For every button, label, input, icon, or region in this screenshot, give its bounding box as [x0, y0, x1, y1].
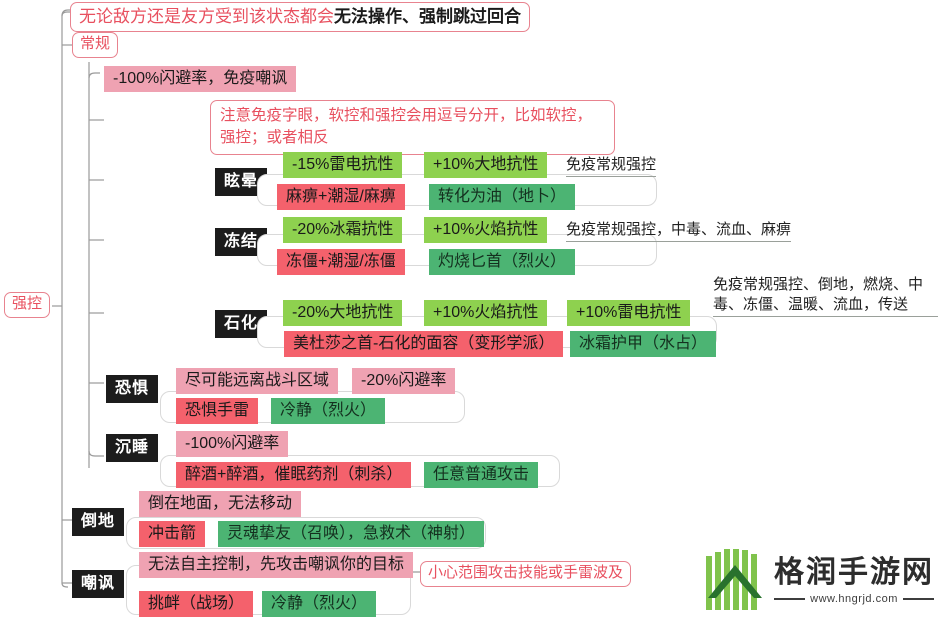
header-note[interactable]: 无论敌方还是友方受到该状态都会无法操作、强制跳过回合 — [70, 2, 530, 33]
chenshui-cleanse[interactable]: 任意普通攻击 — [424, 462, 539, 489]
watermark-title: 格润手游网 — [774, 555, 934, 589]
kongju-source[interactable]: 恐惧手雷 — [176, 398, 259, 425]
dongjie-cleanse[interactable]: 灼烧匕首（烈火） — [429, 249, 576, 276]
watermark-rule-right — [902, 597, 935, 600]
xuanyun-res-up[interactable]: +10%大地抗性 — [424, 152, 548, 179]
changgui-tip-note[interactable]: 注意免疫字眼，软控和强控会用逗号分开，比如软控，强控；或者相反 — [210, 100, 615, 155]
xuanyun-cleanse[interactable]: 转化为油（地卜） — [429, 184, 576, 211]
changgui-effect-chip[interactable]: -100%闪避率，免疫嘲讽 — [104, 66, 297, 93]
chaofeng-warning[interactable]: 小心范围攻击技能或手雷波及 — [420, 561, 632, 587]
watermark-text: 格润手游网 www.hngrjd.com — [774, 555, 935, 605]
kongju-effect[interactable]: 尽可能远离战斗区域 — [176, 368, 339, 395]
dongjie-res-up[interactable]: +10%火焰抗性 — [424, 217, 548, 244]
shihua-immunity: 免疫常规强控、倒地，燃烧、中毒、冻僵、温暖、流血，传送 — [713, 275, 938, 317]
dongjie-source[interactable]: 冻僵+潮湿/冻僵 — [277, 249, 405, 276]
xuanyun-immunity: 免疫常规强控 — [566, 155, 657, 177]
xuanyun-source[interactable]: 麻痹+潮湿/麻痹 — [277, 184, 405, 211]
branch-chaofeng[interactable]: 嘲讽 — [72, 570, 125, 599]
watermark-url-row: www.hngrjd.com — [774, 592, 935, 605]
branch-daodi[interactable]: 倒地 — [72, 508, 125, 537]
chenshui-effect[interactable]: -100%闪避率 — [176, 431, 289, 458]
shihua-cleanse[interactable]: 冰霜护甲（水占） — [570, 331, 717, 358]
dongjie-immunity: 免疫常规强控，中毒、流血、麻痹 — [566, 220, 792, 242]
branch-changgui[interactable]: 常规 — [72, 32, 119, 58]
label-kongju[interactable]: 恐惧 — [106, 375, 159, 404]
chaofeng-source[interactable]: 挑衅（战场） — [139, 591, 254, 618]
chaofeng-effect[interactable]: 无法自主控制，先攻击嘲讽你的目标 — [139, 552, 414, 579]
chaofeng-cleanse[interactable]: 冷静（烈火） — [262, 591, 377, 618]
shihua-res-down[interactable]: -20%大地抗性 — [283, 300, 403, 327]
header-note-red: 无论敌方还是友方受到该状态都会 — [79, 7, 334, 26]
watermark-url: www.hngrjd.com — [810, 592, 898, 605]
header-note-bold: 无法操作、强制跳过回合 — [334, 7, 521, 26]
xuanyun-res-down[interactable]: -15%雷电抗性 — [283, 152, 403, 179]
kongju-cleanse[interactable]: 冷静（烈火） — [271, 398, 386, 425]
kongju-penalty[interactable]: -20%闪避率 — [352, 368, 456, 395]
label-chenshui[interactable]: 沉睡 — [106, 434, 159, 463]
shihua-source[interactable]: 美杜莎之首-石化的面容（变形学派） — [284, 331, 564, 358]
shihua-res-up[interactable]: +10%火焰抗性 — [424, 300, 548, 327]
logo-icon — [706, 549, 762, 610]
watermark-rule-left — [774, 597, 806, 600]
daodi-cleanse[interactable]: 灵魂挚友（召唤），急救术（神射） — [218, 521, 485, 548]
root-node[interactable]: 强控 — [4, 292, 51, 318]
daodi-effect[interactable]: 倒在地面，无法移动 — [139, 491, 302, 518]
daodi-source[interactable]: 冲击箭 — [139, 521, 206, 548]
shihua-res-up2[interactable]: +10%雷电抗性 — [567, 300, 691, 327]
watermark: 格润手游网 www.hngrjd.com — [704, 548, 935, 614]
dongjie-res-down[interactable]: -20%冰霜抗性 — [283, 217, 403, 244]
chenshui-source[interactable]: 醉酒+醉酒，催眠药剂（刺杀） — [176, 462, 412, 489]
